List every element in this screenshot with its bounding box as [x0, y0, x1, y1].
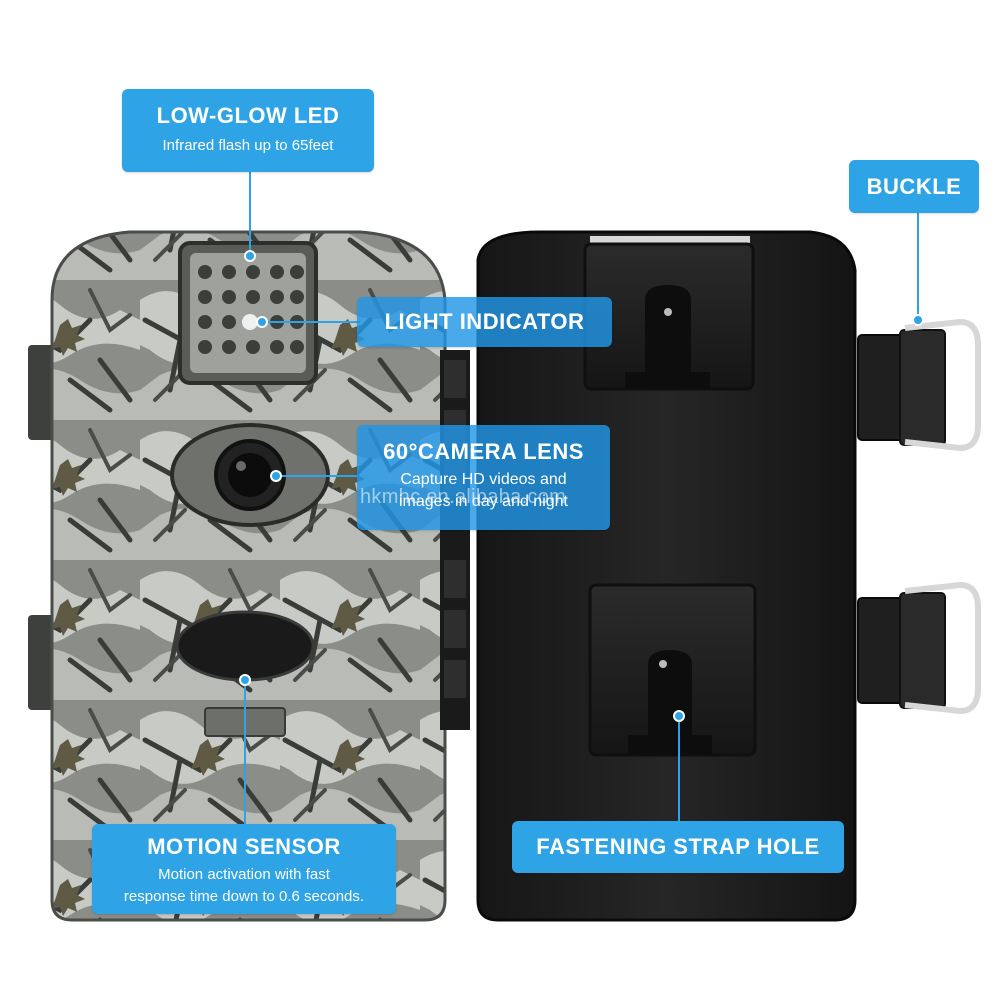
- motion-sensor-callout: MOTION SENSOR Motion activation with fas…: [92, 824, 396, 914]
- light-indicator-callout: LIGHT INDICATOR: [357, 297, 612, 347]
- top-buckle: [857, 318, 981, 452]
- leader-dots: [239, 250, 924, 722]
- bottom-belt-clip: [588, 583, 757, 757]
- bottom-buckle: [857, 581, 981, 715]
- leader-lines: [244, 172, 919, 824]
- callout-title: FASTENING STRAP HOLE: [536, 834, 820, 859]
- callout-description-line-2: images in day and night: [399, 493, 568, 510]
- callout-description: Infrared flash up to 65feet: [162, 137, 334, 154]
- callout-description-line-1: Motion activation with fast: [158, 866, 330, 883]
- callout-description-line-1: Capture HD videos and: [400, 471, 567, 488]
- strap-hole-callout: FASTENING STRAP HOLE: [512, 821, 844, 873]
- motion-sensor-window: [175, 610, 315, 682]
- watermark: hkmhc.en.alibaba.com: [360, 486, 567, 508]
- buckle-callout: BUCKLE: [849, 160, 979, 213]
- camera-front-body: [50, 230, 447, 922]
- camera-lens-callout: 60°CAMERA LENS Capture HD videos and ima…: [357, 425, 610, 530]
- back-top-highlight: [590, 236, 750, 244]
- callout-description-line-2: response time down to 0.6 seconds.: [123, 888, 365, 905]
- led-array: [198, 265, 304, 354]
- low-glow-led-callout: LOW-GLOW LED Infrared flash up to 65feet: [122, 89, 374, 172]
- camera-back-body: [476, 230, 857, 922]
- callout-title: 60°CAMERA LENS: [383, 439, 584, 464]
- callout-title: BUCKLE: [866, 174, 962, 199]
- top-belt-clip: [583, 242, 755, 391]
- callout-title: MOTION SENSOR: [147, 834, 341, 859]
- light-indicator-led: [242, 314, 258, 330]
- callout-title: LOW-GLOW LED: [156, 103, 340, 128]
- callout-title: LIGHT INDICATOR: [384, 309, 585, 334]
